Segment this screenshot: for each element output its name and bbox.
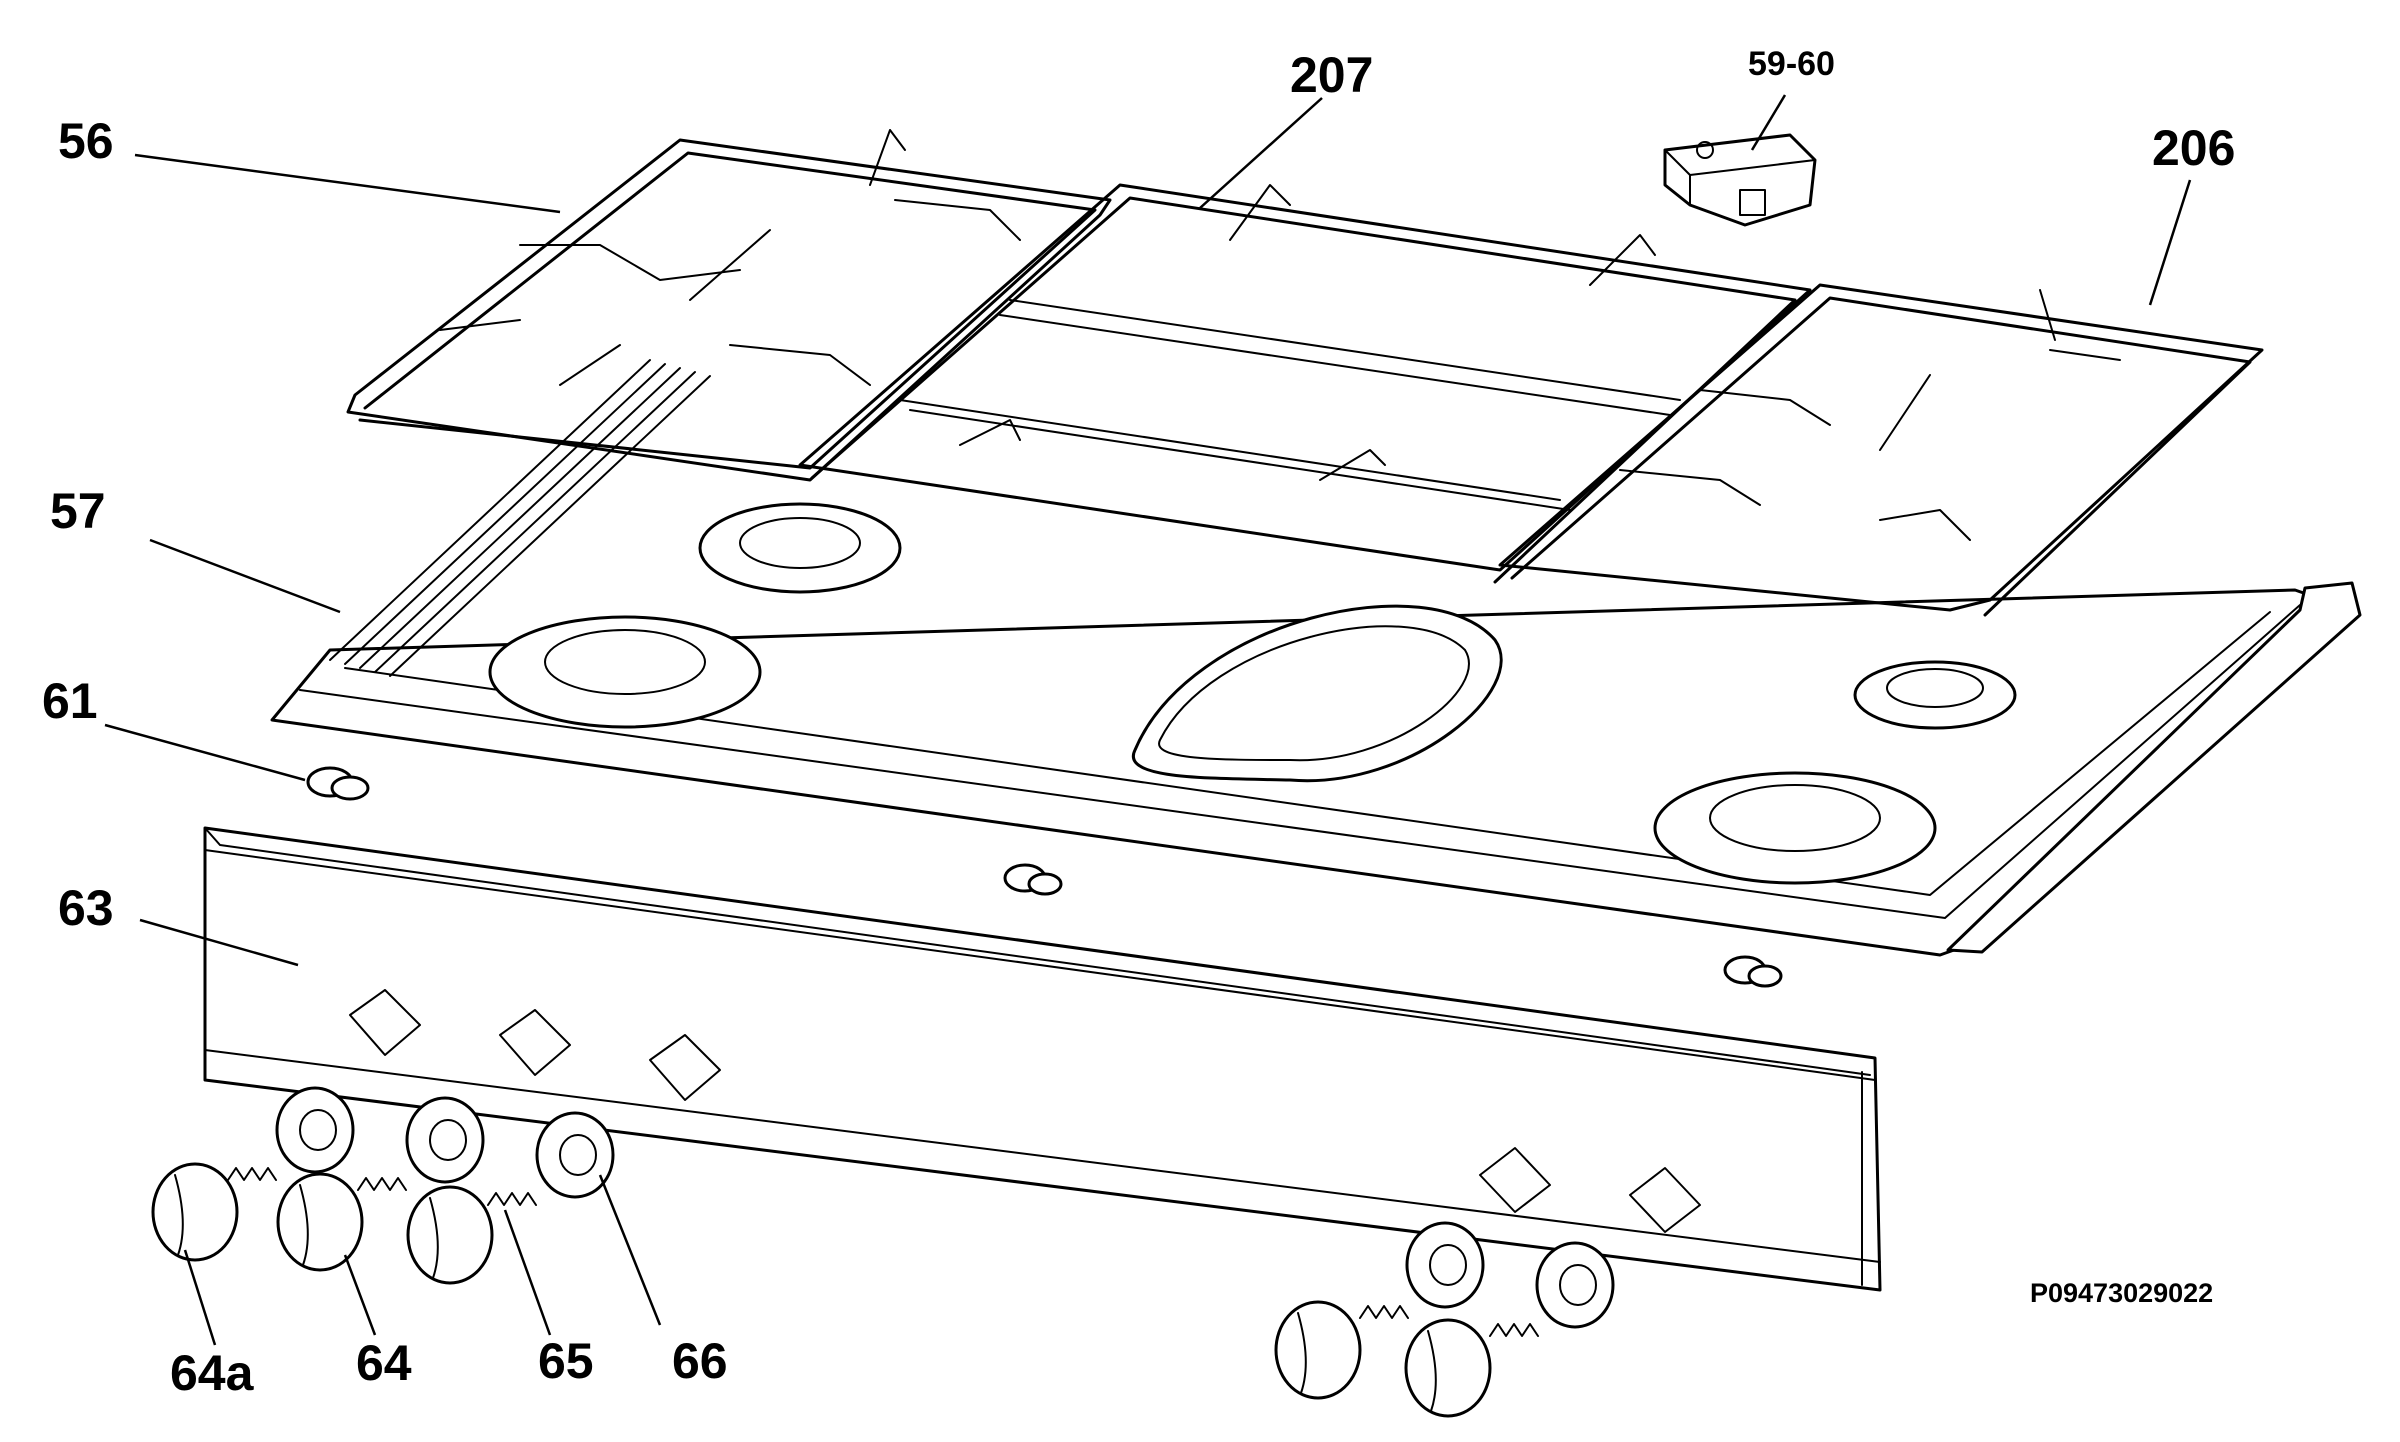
- spring-1: [227, 1167, 277, 1181]
- panel-window-2: [499, 1009, 571, 1076]
- label-65: 65: [538, 1333, 594, 1389]
- knob-bezel-4: [1405, 1221, 1485, 1309]
- leader-57: [149, 538, 341, 614]
- leader-59-60: [1750, 94, 1787, 151]
- label-56: 56: [58, 113, 114, 169]
- label-64a: 64a: [170, 1345, 255, 1401]
- spring-2: [357, 1177, 407, 1191]
- label-64: 64: [356, 1335, 412, 1391]
- knob-2: [276, 1172, 364, 1272]
- screw-61-center: [1003, 863, 1063, 896]
- panel-window-1: [349, 989, 421, 1056]
- leader-61: [104, 723, 306, 782]
- knob-5: [1404, 1318, 1492, 1418]
- leader-lines: [104, 94, 2192, 1346]
- panel-window-4: [1479, 1147, 1551, 1213]
- leader-63: [139, 918, 299, 967]
- knob-bezel-5: [1535, 1241, 1615, 1329]
- burner-rear-right: [1853, 660, 2017, 730]
- knob-3: [406, 1185, 494, 1285]
- label-61: 61: [42, 673, 98, 729]
- burner-front-right: [1653, 771, 1937, 885]
- drawing-code: P09473029022: [2030, 1278, 2213, 1308]
- knob-bezel-3: [535, 1111, 615, 1199]
- knob-bezel-2: [405, 1096, 485, 1184]
- pan-support-right: [1498, 283, 2264, 617]
- leader-64: [343, 1254, 377, 1336]
- clip-part: [1663, 133, 1817, 227]
- screw-61-right: [1723, 955, 1783, 988]
- pan-support-left: [346, 129, 1112, 482]
- leader-56: [134, 153, 561, 214]
- burner-rear-left: [698, 502, 902, 594]
- label-207: 207: [1290, 47, 1373, 103]
- oval-center-burner: [1131, 604, 1503, 783]
- leader-66: [598, 1174, 662, 1326]
- leader-64a: [183, 1249, 217, 1346]
- burner-front-left: [488, 615, 762, 729]
- knob-1: [151, 1162, 239, 1262]
- knob-bezel-1: [275, 1086, 355, 1174]
- label-63: 63: [58, 880, 114, 936]
- screw-61-left: [306, 766, 370, 801]
- knob-4: [1274, 1300, 1362, 1400]
- leader-206: [2148, 179, 2192, 306]
- spring-4: [1359, 1305, 1409, 1319]
- panel-window-3: [649, 1034, 721, 1101]
- spring-5: [1489, 1323, 1539, 1337]
- label-59-60: 59-60: [1748, 45, 1835, 83]
- leader-65: [503, 1209, 552, 1336]
- leader-207: [1199, 97, 1323, 209]
- label-206: 206: [2152, 120, 2235, 176]
- label-66: 66: [672, 1333, 728, 1389]
- label-57: 57: [50, 483, 106, 539]
- spring-3: [487, 1192, 537, 1206]
- pan-support-middle: [798, 183, 1812, 584]
- control-panel: [203, 826, 1882, 1292]
- panel-window-5: [1629, 1167, 1701, 1233]
